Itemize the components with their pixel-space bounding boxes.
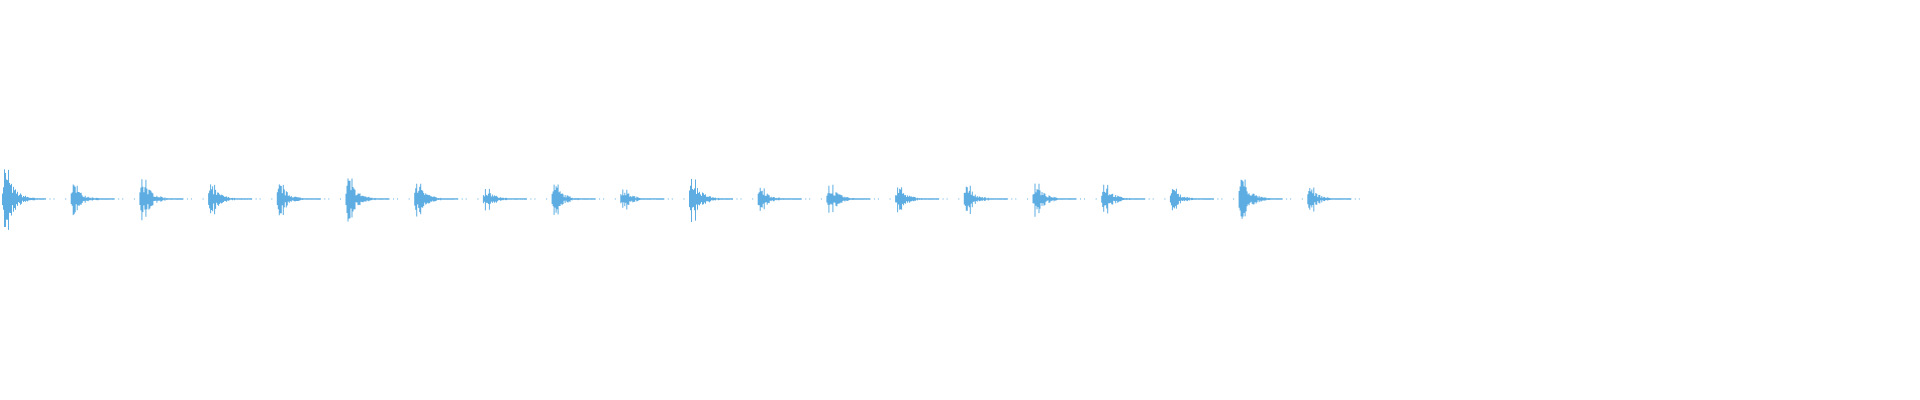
waveform-burst	[408, 183, 467, 217]
waveform-burst-path	[133, 179, 192, 221]
waveform-burst	[683, 178, 742, 222]
waveform-burst-path	[889, 187, 948, 213]
waveform-burst-path	[477, 188, 536, 211]
waveform-burst	[614, 189, 673, 210]
waveform-burst-path	[683, 178, 742, 222]
waveform-burst	[477, 188, 536, 211]
waveform-burst	[1095, 184, 1154, 214]
waveform-burst	[958, 185, 1017, 214]
waveform-burst	[133, 179, 192, 221]
waveform-burst	[65, 184, 124, 216]
waveform-burst-path	[1301, 187, 1360, 212]
waveform-burst	[340, 178, 398, 222]
waveform-burst-path	[1164, 188, 1223, 211]
waveform-burst	[2, 169, 55, 230]
waveform-burst-path	[408, 183, 467, 217]
waveform-burst	[1301, 187, 1360, 212]
waveform-burst-path	[546, 184, 605, 215]
waveform-burst	[820, 184, 879, 213]
waveform-burst	[889, 187, 948, 213]
waveform-burst-path	[65, 184, 124, 216]
waveform-burst-path	[752, 187, 811, 211]
waveform-burst	[1233, 179, 1292, 219]
waveform-burst-path	[820, 184, 879, 213]
waveform-burst-path	[340, 178, 398, 222]
waveform-burst-path	[202, 184, 261, 215]
waveform-burst	[752, 187, 811, 211]
waveform-burst-path	[1233, 179, 1292, 219]
waveform-burst-path	[2, 169, 55, 230]
waveform-burst	[202, 184, 261, 215]
waveform-burst-path	[271, 184, 330, 216]
waveform-burst-path	[1095, 184, 1154, 214]
waveform-burst-path	[614, 189, 673, 210]
waveform-burst-path	[1027, 183, 1085, 217]
waveform-burst	[546, 184, 605, 215]
waveform-burst-path	[958, 185, 1017, 214]
waveform-burst	[271, 184, 330, 216]
waveform-burst	[1164, 188, 1223, 211]
waveform-burst	[1027, 183, 1085, 217]
